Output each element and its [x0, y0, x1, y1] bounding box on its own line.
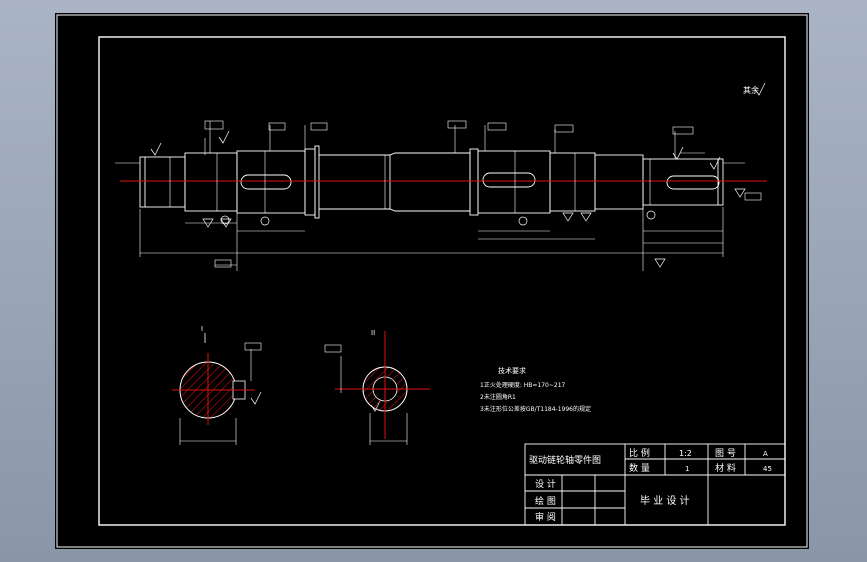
keyway-middle [482, 172, 536, 188]
draw-label: 绘 图 [535, 495, 556, 507]
material-value: 45 [763, 465, 772, 473]
title-block [524, 443, 786, 526]
roughness-other-label: 其余 [743, 85, 759, 95]
section-label-left: I [201, 325, 203, 333]
design-label: 设 计 [535, 478, 556, 490]
section-left: I [172, 325, 255, 445]
drawing-frame [98, 36, 786, 526]
shaft-drawing: 其余 I II 技术要求 1正火处理硬度: HB=170~217 [56, 14, 808, 548]
drawing-no-label: 图 号 [715, 448, 736, 459]
keyway-left [240, 174, 292, 190]
notes-line-2: 2未注圆角R1 [480, 393, 516, 401]
quantity-value: 1 [685, 465, 689, 473]
notes-line-3: 3未注形位公差按GB/T1184-1996的规定 [480, 405, 591, 413]
technical-notes: 技术要求 1正火处理硬度: HB=170~217 2未注圆角R1 3未注形位公差… [480, 366, 591, 413]
keyway-right [666, 175, 720, 190]
main-dimensions [115, 121, 745, 271]
drawing-title: 驱动链轮轴零件图 [529, 454, 601, 466]
section-right: II [335, 329, 430, 445]
cad-viewport[interactable]: 其余 I II 技术要求 1正火处理硬度: HB=170~217 [55, 13, 809, 549]
tolerance-frames [204, 120, 762, 353]
quantity-label: 数 量 [629, 462, 650, 474]
project-label: 毕 业 设 计 [640, 494, 690, 507]
notes-line-1: 1正火处理硬度: HB=170~217 [480, 381, 566, 389]
notes-heading: 技术要求 [498, 366, 526, 375]
review-label: 审 阅 [535, 511, 556, 523]
scale-value: 1:2 [679, 449, 692, 458]
title-block-text: 驱动链轮轴零件图 比 例 1:2 图 号 A 数 量 1 材 料 45 设 计 … [529, 447, 772, 523]
material-label: 材 料 [715, 462, 736, 474]
shaft-main-view [139, 145, 724, 219]
drawing-no-value: A [763, 450, 768, 458]
sheet-border [56, 14, 808, 548]
section-label-right: II [371, 329, 375, 337]
datum-markers [220, 210, 656, 226]
scale-label: 比 例 [629, 447, 650, 459]
